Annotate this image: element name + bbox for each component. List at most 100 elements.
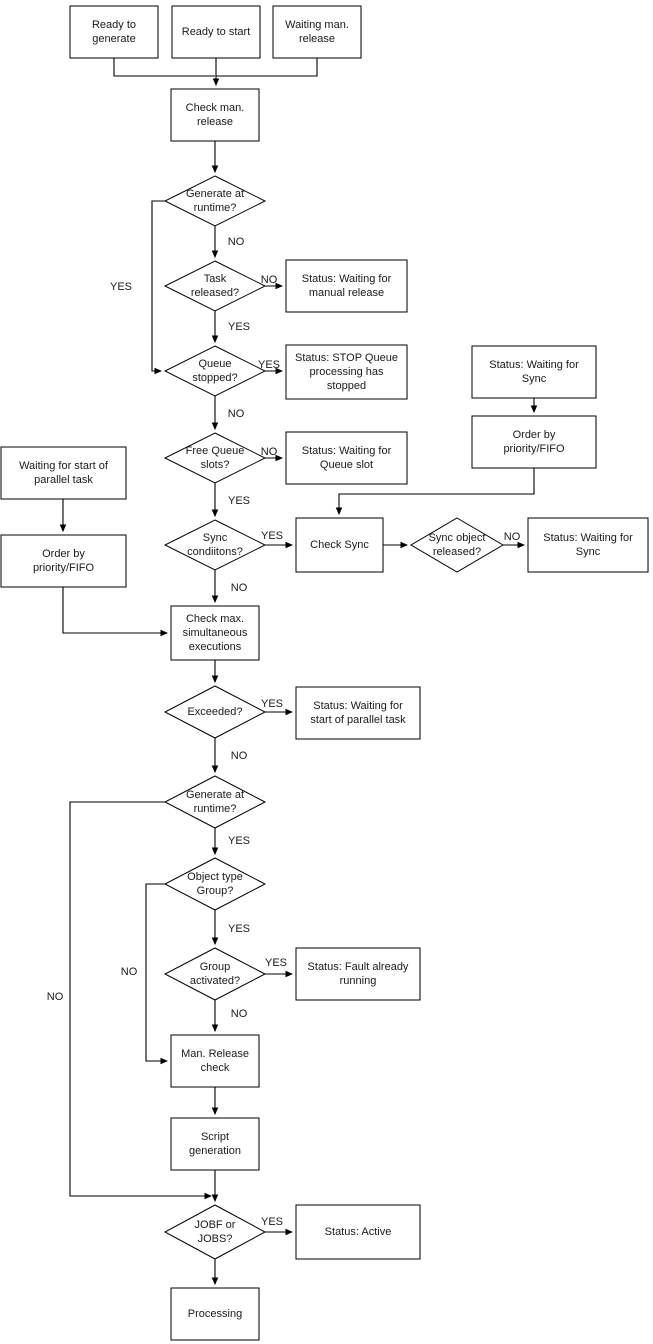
node-status-waiting-manual: Status: Waiting for manual release (285, 259, 408, 313)
generate-at-runtime-1-label-0: Generate at (186, 188, 244, 200)
check-max-simultaneous-shape (170, 605, 260, 661)
ready-to-generate-label-0: Ready to (92, 19, 136, 31)
task-released-shape (163, 260, 267, 312)
edge-label-layer: YESNONOYESYESNONOYESYESNONOYESNOYESNONOY… (47, 236, 521, 1228)
queue-stopped-label-0: Queue (198, 358, 231, 370)
free-queue-slots-label-1: slots? (201, 459, 230, 471)
script-generation-shape (170, 1117, 260, 1171)
lbl-generate1-no: NO (228, 236, 245, 248)
conn-orderby-right-checksync (335, 468, 535, 516)
lbl-generate1-yes: YES (110, 281, 132, 293)
status-waiting-parallel-label-1: start of parallel task (310, 714, 406, 726)
order-by-priority-right-label-0: Order by (513, 429, 556, 441)
lbl-syncobj-no: NO (504, 531, 521, 543)
ready-to-start-shape (171, 5, 261, 59)
group-activated-label-1: activated? (190, 975, 240, 987)
waiting-for-start-parallel-shape (0, 446, 127, 500)
processing-label-0: Processing (188, 1308, 242, 1320)
conn-generate2-no-loop (69, 801, 213, 1200)
script-generation-label-0: Script (201, 1131, 229, 1143)
ready-to-start-label-0: Ready to start (182, 26, 250, 38)
check-sync-label-0: Check Sync (310, 539, 369, 551)
conn-orderby-left-checkmax (62, 587, 169, 637)
lbl-exceeded-no: NO (231, 750, 248, 762)
status-waiting-sync-right-shape (527, 517, 649, 573)
status-fault-running-label-0: Status: Fault already (308, 961, 409, 973)
waiting-for-start-parallel-label-1: parallel task (34, 474, 93, 486)
check-max-simultaneous-label-2: executions (189, 641, 242, 653)
lbl-objtype-yes: YES (228, 923, 250, 935)
object-type-group-label-1: Group? (197, 885, 234, 897)
lbl-jobf-yes: YES (261, 1216, 283, 1228)
status-active-label-0: Status: Active (325, 1226, 392, 1238)
status-waiting-parallel-shape (295, 686, 421, 740)
node-status-waiting-parallel: Status: Waiting for start of parallel tas… (295, 686, 421, 740)
generate-at-runtime-2-shape (163, 775, 267, 829)
order-by-priority-left-shape (0, 534, 127, 588)
sync-conditions-label-0: Sync (203, 532, 228, 544)
sync-object-released-label-0: Sync object (429, 532, 486, 544)
generate-at-runtime-2-label-1: runtime? (194, 803, 237, 815)
free-queue-slots-shape (163, 432, 267, 484)
conn-objtype-no-loop (145, 883, 169, 1065)
status-waiting-queue-slot-shape (285, 431, 408, 485)
node-ready-to-start: Ready to start (171, 5, 261, 59)
conn-waiting-man-to-check (216, 58, 318, 77)
free-queue-slots-label-0: Free Queue (186, 445, 245, 457)
status-waiting-manual-label-0: Status: Waiting for (302, 273, 392, 285)
generate-at-runtime-1-shape (163, 175, 267, 227)
node-script-generation: Script generation (170, 1117, 260, 1171)
status-active-shape (295, 1204, 421, 1260)
status-waiting-sync-right-label-0: Status: Waiting for (543, 532, 633, 544)
status-waiting-sync-top-label-0: Status: Waiting for (489, 359, 579, 371)
object-type-group-shape (163, 857, 267, 911)
check-man-release-shape (170, 88, 260, 142)
sync-conditions-label-1: condiitons? (187, 546, 243, 558)
check-sync-shape (295, 517, 384, 573)
script-generation-label-1: generation (189, 1145, 241, 1157)
order-by-priority-left-label-0: Order by (42, 548, 85, 560)
status-waiting-parallel-label-0: Status: Waiting for (313, 700, 403, 712)
status-stop-queue-label-1: processing has (310, 366, 384, 378)
exceeded-label-0: Exceeded? (187, 706, 242, 718)
order-by-priority-right-shape (471, 415, 597, 469)
lbl-group-yes: YES (265, 957, 287, 969)
jobf-or-jobs-label-1: JOBS? (198, 1233, 233, 1245)
man-release-check-label-0: Man. Release (181, 1048, 249, 1060)
task-released-label-1: released? (191, 287, 239, 299)
node-sync-conditions: Sync condiitons? (163, 519, 267, 571)
waiting-man-release-label-0: Waiting man. (285, 19, 349, 31)
ready-to-generate-shape (69, 5, 159, 59)
group-activated-label-0: Group (200, 961, 231, 973)
order-by-priority-right-label-1: priority/FIFO (503, 443, 565, 455)
lbl-objtype-no: NO (121, 966, 138, 978)
status-waiting-sync-right-label-1: Sync (576, 546, 601, 558)
node-exceeded: Exceeded? (163, 685, 267, 739)
waiting-for-start-parallel-label-0: Waiting for start of (19, 460, 109, 472)
conn-generate1-yes-loop (151, 200, 165, 375)
check-man-release-label-0: Check man. (186, 102, 245, 114)
man-release-check-label-1: check (201, 1062, 230, 1074)
group-activated-shape (163, 947, 267, 1001)
conn-ready-generate-to-check (113, 58, 215, 77)
status-fault-running-shape (295, 947, 421, 1001)
check-max-simultaneous-label-1: simultaneous (183, 627, 248, 639)
lbl-task-no: NO (261, 274, 278, 286)
man-release-check-shape (170, 1034, 260, 1088)
status-waiting-manual-label-1: manual release (309, 287, 384, 299)
node-waiting-for-start-parallel: Waiting for start of parallel task (0, 446, 127, 500)
node-waiting-man-release: Waiting man.release (272, 5, 362, 59)
status-waiting-sync-top-label-1: Sync (522, 373, 547, 385)
status-fault-running-label-1: running (340, 975, 377, 987)
